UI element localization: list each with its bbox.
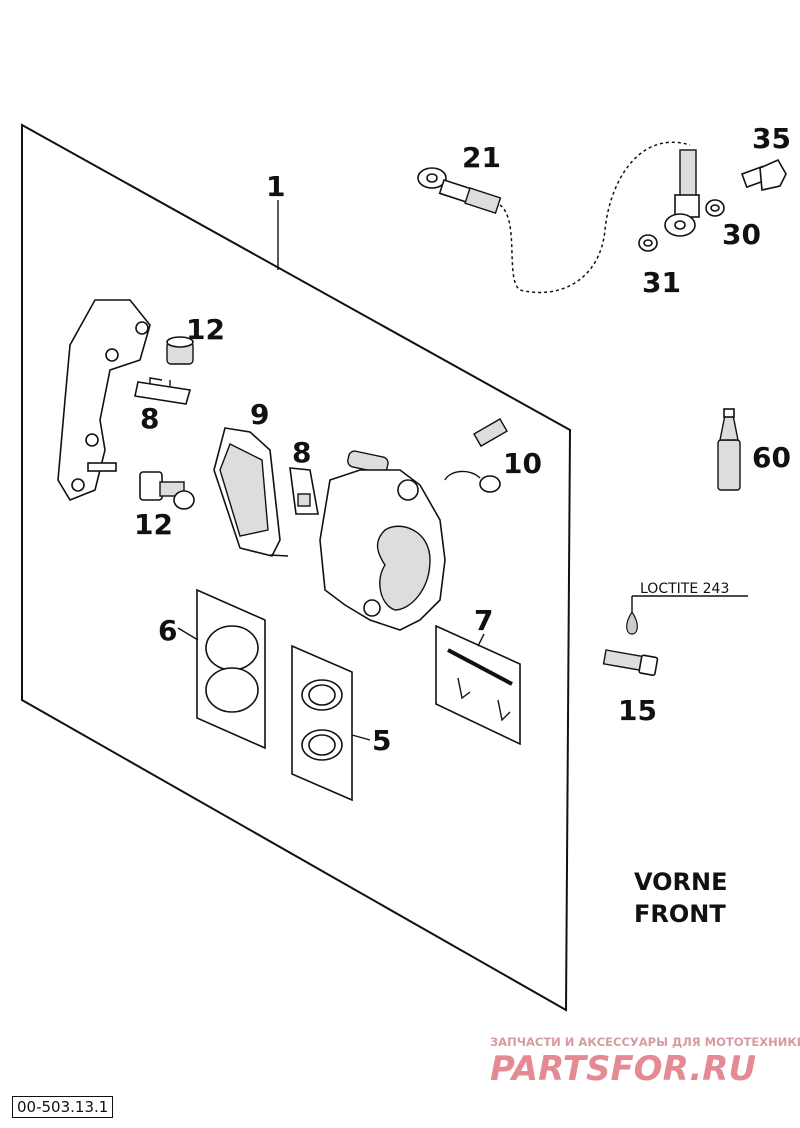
pin-bolt-lower — [139, 471, 195, 510]
bleeder-valve — [444, 418, 508, 493]
callout-12a: 12 — [186, 313, 225, 346]
watermark-tagline: ЗАПЧАСТИ И АКСЕССУАРЫ ДЛЯ МОТОТЕХНИКИ — [490, 1035, 800, 1049]
callout-30: 30 — [722, 218, 761, 251]
bolt-15 — [602, 649, 659, 676]
caliper-bracket — [57, 299, 151, 501]
loctite-bottle — [717, 408, 741, 491]
callout-15: 15 — [618, 694, 657, 727]
callout-8a: 8 — [140, 402, 159, 435]
callout-60: 60 — [752, 441, 791, 474]
callout-12b: 12 — [134, 508, 173, 541]
brake-line — [417, 141, 700, 294]
seal-set — [291, 644, 353, 802]
bushing-upper — [166, 336, 194, 365]
direction-line-1: VORNE — [634, 868, 728, 896]
kit-board — [21, 123, 572, 1012]
callout-10: 10 — [503, 447, 542, 480]
callout-5: 5 — [372, 724, 391, 757]
banjo-bolt — [740, 158, 787, 191]
drawing-code: 00-503.13.1 — [12, 1096, 114, 1118]
caliper-body — [319, 450, 446, 631]
piston-set — [196, 588, 266, 750]
spring-clip-upper — [134, 377, 192, 405]
watermark-logo: PARTSFOR.RU — [490, 1049, 756, 1089]
brake-pad — [213, 427, 289, 557]
callout-35: 35 — [752, 122, 791, 155]
direction-line-2: FRONT — [634, 900, 726, 928]
callout-7: 7 — [474, 604, 493, 637]
callout-21: 21 — [462, 141, 501, 174]
callout-1: 1 — [266, 170, 285, 203]
loctite-note: LOCTITE 243 — [640, 581, 729, 597]
callout-6: 6 — [158, 614, 177, 647]
callout-9: 9 — [250, 398, 269, 431]
pin-kit — [435, 624, 521, 746]
pad-plate — [289, 467, 319, 515]
callout-8b: 8 — [292, 436, 311, 469]
callout-31: 31 — [642, 266, 681, 299]
droplet-icon — [626, 610, 638, 635]
